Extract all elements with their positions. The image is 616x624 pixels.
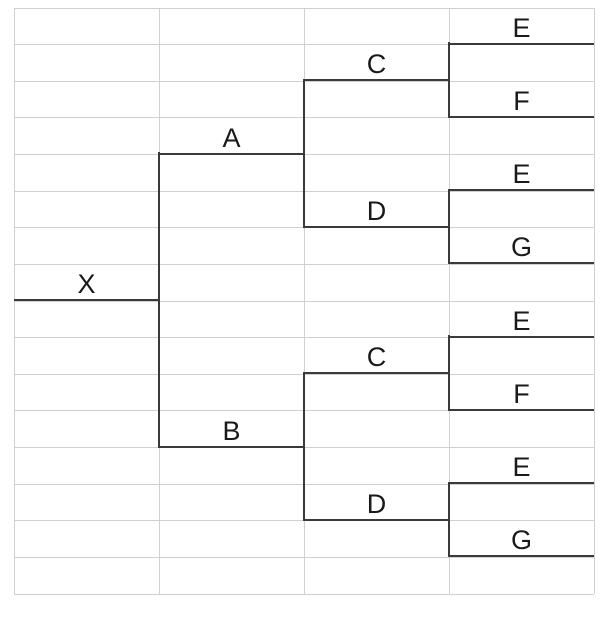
tree-node-label: X bbox=[77, 269, 96, 299]
tree-node-label: E bbox=[512, 452, 531, 483]
tree-node-label: G bbox=[510, 525, 532, 556]
gridline-vertical bbox=[448, 8, 450, 594]
tree-node-f-row11: F bbox=[449, 374, 594, 411]
tree-node-label: F bbox=[513, 378, 530, 409]
gridline-vertical bbox=[303, 8, 305, 594]
tree-connector-line bbox=[447, 335, 451, 411]
tree-node-e-row13: E bbox=[449, 448, 594, 485]
tree-node-d-row14: D bbox=[304, 484, 449, 521]
tree-node-f-row3: F bbox=[449, 81, 594, 118]
gridline-horizontal bbox=[14, 593, 594, 595]
tree-node-c-row2: C bbox=[304, 45, 449, 82]
tree-connector-line bbox=[447, 481, 451, 558]
tree-node-label: F bbox=[513, 85, 530, 116]
tree-node-label: E bbox=[512, 159, 531, 190]
tree-node-label: D bbox=[366, 488, 387, 519]
tree-node-e-row1: E bbox=[449, 8, 594, 45]
tree-node-g-row7: G bbox=[449, 228, 594, 265]
tree-node-e-row9: E bbox=[449, 301, 594, 338]
tree-node-e-row5: E bbox=[449, 155, 594, 192]
tree-node-label: G bbox=[510, 232, 532, 263]
tree-node-label: A bbox=[222, 122, 241, 153]
tree-node-d-row6: D bbox=[304, 191, 449, 228]
tree-connector-line bbox=[302, 371, 306, 521]
tree-node-c-row10: C bbox=[304, 338, 449, 375]
gridline-vertical bbox=[593, 8, 595, 594]
tree-connector-line bbox=[447, 188, 451, 265]
tree-node-label: C bbox=[366, 49, 387, 80]
tree-node-x-row8: X bbox=[14, 264, 159, 301]
tree-connector-line bbox=[302, 78, 306, 228]
tree-node-label: E bbox=[512, 12, 531, 43]
tree-node-g-row15: G bbox=[449, 521, 594, 558]
tree-connector-line bbox=[157, 152, 161, 448]
gridline-vertical bbox=[13, 8, 15, 594]
tree-node-label: C bbox=[366, 342, 387, 373]
tree-node-label: B bbox=[222, 415, 241, 446]
tree-node-b-row12: B bbox=[159, 411, 304, 448]
tree-node-label: D bbox=[366, 195, 387, 226]
tree-node-label: E bbox=[512, 305, 531, 336]
tree-connector-line bbox=[447, 42, 451, 118]
tree-node-a-row4: A bbox=[159, 118, 304, 155]
